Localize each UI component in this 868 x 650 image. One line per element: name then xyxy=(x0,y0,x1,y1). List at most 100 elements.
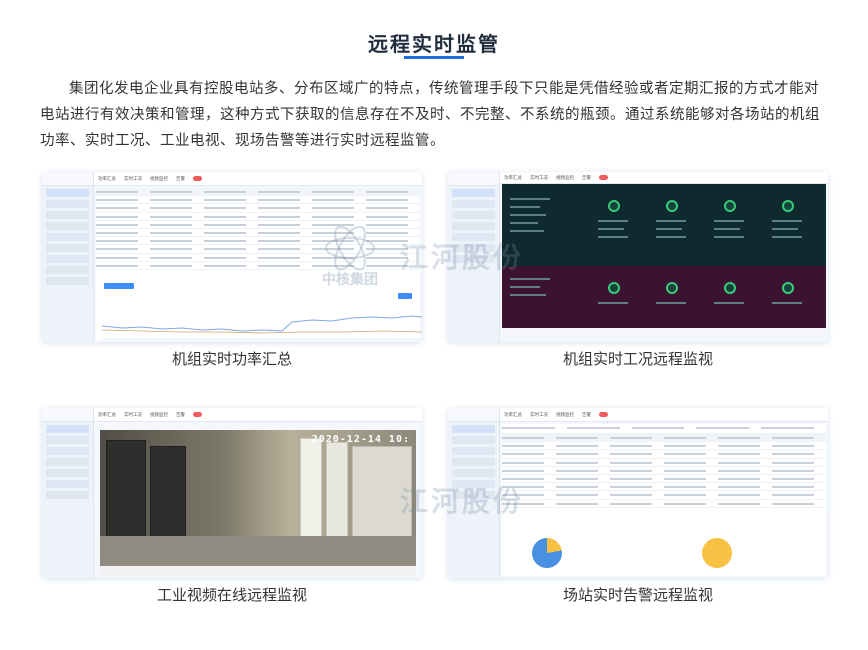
tab-alarm[interactable]: 告警 xyxy=(176,176,185,182)
tab-video[interactable]: 视频监控 xyxy=(150,412,168,418)
alarm-level-pie-chart xyxy=(702,538,732,568)
power-table-area xyxy=(96,188,422,340)
table-row[interactable] xyxy=(96,254,420,262)
table-row[interactable] xyxy=(96,196,420,205)
table-row[interactable] xyxy=(96,204,420,213)
pagination-bar[interactable] xyxy=(502,328,826,340)
tab-status[interactable]: 实时工况 xyxy=(124,412,142,418)
tab-alarm[interactable]: 告警 xyxy=(582,412,591,418)
table-row[interactable] xyxy=(96,245,420,254)
sidebar-item[interactable] xyxy=(46,480,89,488)
video-controls[interactable] xyxy=(100,566,416,576)
alarm-badge xyxy=(599,412,608,417)
tab-power[interactable]: 功率汇总 xyxy=(98,412,116,418)
table-row[interactable] xyxy=(502,459,826,467)
page-title: 远程实时监管 xyxy=(368,32,500,56)
company-watermark: 江河股份 xyxy=(400,485,525,518)
tab-bar: 功率汇总 实时工况 视频监控 告警 xyxy=(500,172,828,184)
sidebar-item[interactable] xyxy=(452,436,495,444)
table-row[interactable] xyxy=(502,442,826,451)
tab-status[interactable]: 实时工况 xyxy=(530,175,548,181)
equipment-cabinet xyxy=(326,442,348,550)
sidebar-item[interactable] xyxy=(46,447,89,455)
sidebar-item[interactable] xyxy=(46,200,89,208)
tab-video[interactable]: 视频监控 xyxy=(556,412,574,418)
sidebar-item[interactable] xyxy=(452,458,495,466)
table-row[interactable] xyxy=(502,491,826,500)
tab-power[interactable]: 功率汇总 xyxy=(98,176,116,182)
caption-alarm-monitor: 场站实时告警远程监视 xyxy=(562,586,713,604)
tab-status[interactable]: 实时工况 xyxy=(530,412,548,418)
video-player[interactable]: 2020-12-14 10: xyxy=(100,430,416,566)
sidebar-item[interactable] xyxy=(46,222,89,230)
tab-power[interactable]: 功率汇总 xyxy=(504,412,522,418)
sidebar-item[interactable] xyxy=(46,266,89,274)
sidebar-item[interactable] xyxy=(452,189,495,197)
sidebar-item[interactable] xyxy=(46,277,89,285)
sidebar-item[interactable] xyxy=(452,222,495,230)
caption-realtime-status: 机组实时工况远程监视 xyxy=(562,350,713,368)
filter-button[interactable] xyxy=(398,293,412,299)
unit-gauge-icon xyxy=(608,282,620,294)
sidebar-item[interactable] xyxy=(452,211,495,219)
tab-video[interactable]: 视频监控 xyxy=(556,175,574,181)
table-row[interactable] xyxy=(502,475,826,484)
panel-realtime-status[interactable]: 功率汇总 实时工况 视频监控 告警 xyxy=(448,172,828,342)
sidebar-item[interactable] xyxy=(46,469,89,477)
sidebar-item[interactable] xyxy=(452,480,495,488)
tab-video[interactable]: 视频监控 xyxy=(150,176,168,182)
tab-alarm[interactable]: 告警 xyxy=(582,175,591,181)
equipment-cabinet xyxy=(150,446,186,550)
sidebar-item[interactable] xyxy=(452,200,495,208)
table-row[interactable] xyxy=(502,450,826,459)
sidebar-item[interactable] xyxy=(452,255,495,263)
sidebar-item[interactable] xyxy=(46,458,89,466)
power-trend-line-chart xyxy=(102,315,422,340)
alarm-badge xyxy=(193,176,202,181)
sidebar-item[interactable] xyxy=(46,211,89,219)
unit-gauge-icon xyxy=(666,200,678,212)
sidebar-item[interactable] xyxy=(46,244,89,252)
export-button[interactable] xyxy=(104,283,134,289)
caption-power-summary: 机组实时功率汇总 xyxy=(171,350,292,368)
alarm-type-pie-chart xyxy=(532,538,562,568)
caption-industrial-video: 工业视频在线远程监视 xyxy=(156,586,307,604)
sidebar xyxy=(448,408,500,578)
filter-bar[interactable] xyxy=(502,424,826,434)
tab-status[interactable]: 实时工况 xyxy=(124,176,142,182)
sidebar-item[interactable] xyxy=(46,425,89,433)
panel-power-summary[interactable]: 功率汇总 实时工况 视频监控 告警 xyxy=(42,172,422,342)
tab-power[interactable]: 功率汇总 xyxy=(504,175,522,181)
unit-gauge-icon xyxy=(666,282,678,294)
sidebar-item[interactable] xyxy=(46,255,89,263)
sidebar-item[interactable] xyxy=(46,436,89,444)
alarm-badge xyxy=(599,175,608,180)
tab-bar: 功率汇总 实时工况 视频监控 告警 xyxy=(94,408,422,422)
alarm-badge xyxy=(193,412,202,417)
table-row[interactable] xyxy=(502,467,826,475)
sidebar-item[interactable] xyxy=(452,491,495,499)
sidebar-item[interactable] xyxy=(452,469,495,477)
table-row[interactable] xyxy=(96,262,420,270)
sidebar-item[interactable] xyxy=(452,447,495,455)
sidebar xyxy=(448,172,500,342)
unit-gauge-icon xyxy=(724,200,736,212)
sidebar-item[interactable] xyxy=(46,491,89,499)
table-row[interactable] xyxy=(96,229,420,238)
equipment-cabinet xyxy=(300,438,322,550)
unit-gauge-icon xyxy=(782,282,794,294)
sidebar-item[interactable] xyxy=(452,233,495,241)
sidebar-item[interactable] xyxy=(452,425,495,433)
table-row[interactable] xyxy=(96,221,420,229)
panel-alarm-monitor[interactable]: 功率汇总 实时工况 视频监控 告警 xyxy=(448,408,828,578)
panel-industrial-video[interactable]: 功率汇总 实时工况 视频监控 告警 2020-12-14 10: xyxy=(42,408,422,578)
video-timestamp: 2020-12-14 10: xyxy=(311,434,410,445)
sidebar-item[interactable] xyxy=(46,233,89,241)
table-row[interactable] xyxy=(502,500,826,508)
sidebar-item[interactable] xyxy=(46,189,89,197)
sidebar-item[interactable] xyxy=(452,244,495,252)
table-row[interactable] xyxy=(502,483,826,492)
tab-alarm[interactable]: 告警 xyxy=(176,412,185,418)
table-row[interactable] xyxy=(96,237,420,246)
table-row[interactable] xyxy=(96,213,420,221)
